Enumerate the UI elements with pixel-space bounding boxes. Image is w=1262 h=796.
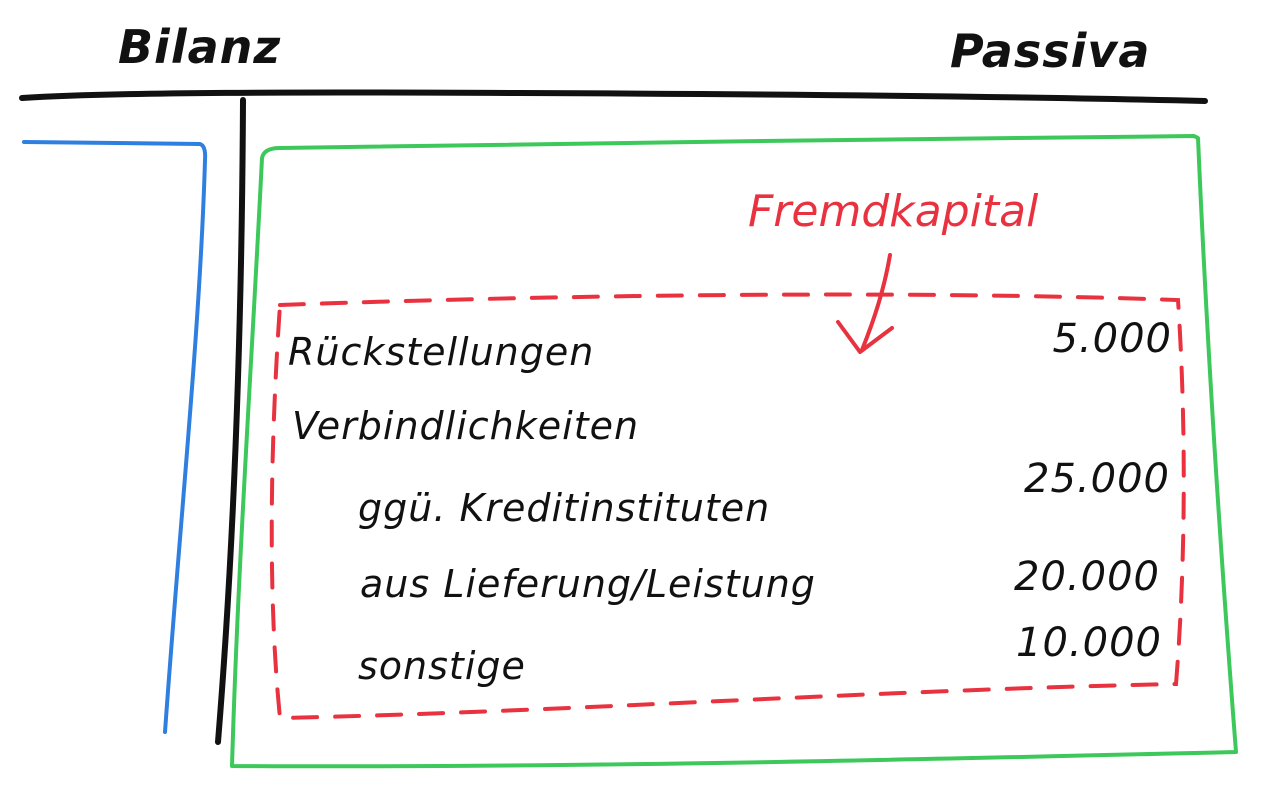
page-title: Bilanz (118, 20, 282, 74)
t-account-horizontal-line (19, 89, 1208, 104)
list-item-label: aus Lieferung/Leistung (360, 562, 816, 606)
fremdkapital-dashed-box (269, 292, 1186, 721)
list-item-value: 10.000 (1016, 620, 1162, 666)
list-item-value: 25.000 (1024, 456, 1170, 502)
t-account-vertical-line (215, 97, 246, 745)
passiva-label: Passiva (950, 24, 1151, 78)
passiva-box-outline (230, 134, 1238, 769)
list-item-label: Rückstellungen (288, 330, 595, 374)
arrow-down-icon (836, 253, 894, 354)
aktiva-column-outline (22, 140, 208, 734)
list-item-label: Verbindlichkeiten (292, 404, 640, 448)
list-item-value: 5.000 (1052, 316, 1172, 362)
list-item-label: sonstige (358, 644, 526, 688)
fremdkapital-label: Fremdkapital (748, 186, 1039, 237)
list-item-label: ggü. Kreditinstituten (358, 486, 771, 530)
list-item-value: 20.000 (1014, 554, 1160, 600)
